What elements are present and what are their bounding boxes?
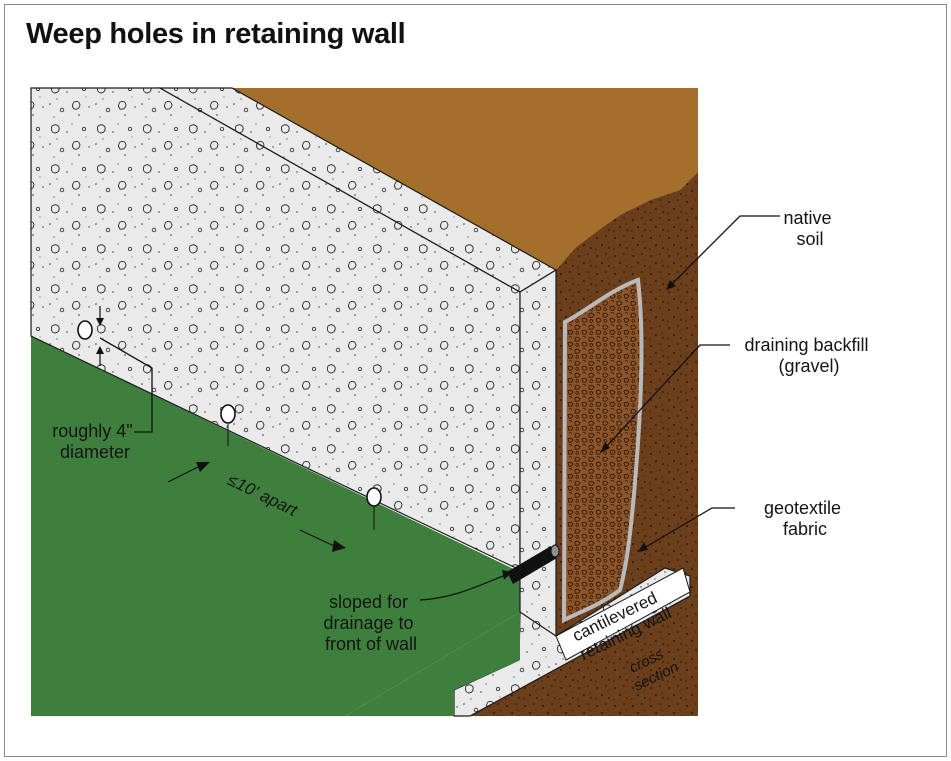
geotextile-arrow [638, 542, 648, 552]
diameter-leader [99, 337, 153, 433]
weep-hole-1 [77, 320, 93, 340]
spacing-arrow-right [332, 540, 346, 552]
weep-hole-3 [366, 487, 382, 507]
native-soil-surface [232, 88, 698, 270]
weep-hole-2 [220, 404, 236, 424]
label-geotextile-fabric: geotextile fabric [764, 498, 846, 539]
label-slope: sloped for drainage to front of wall [323, 592, 418, 654]
native-soil-arrow [666, 280, 676, 290]
wall-label-strip [555, 567, 691, 661]
backfill-arrow [600, 442, 610, 453]
label-backfill-line1: draining backfill [744, 335, 868, 355]
label-draining-backfill: draining backfill (gravel) [744, 335, 873, 376]
spacing-leader-right [299, 529, 335, 547]
label-native-soil-line2: soil [796, 229, 823, 249]
label-diameter-line1: roughly 4" [52, 421, 132, 441]
weep-pipe-outlet [550, 544, 560, 558]
spacing-arrow-left [196, 462, 210, 472]
diameter-arrow-bottom [96, 346, 104, 354]
label-diameter-line2: diameter [60, 442, 130, 462]
diameter-arrow-top [96, 318, 104, 326]
geotextile-leader [643, 507, 735, 549]
label-slope-line3: front of wall [325, 634, 417, 654]
lawn-edge [345, 612, 520, 716]
label-geotextile-line1: geotextile [764, 498, 841, 518]
native-soil-leader [669, 215, 780, 287]
slope-arrow [502, 570, 512, 580]
diagram-title: Weep holes in retaining wall [26, 18, 406, 50]
weep-pipe [507, 546, 557, 584]
lawn [31, 336, 520, 716]
label-hole-diameter: roughly 4" diameter [52, 421, 137, 462]
label-backfill-line2: (gravel) [778, 356, 839, 376]
label-native-soil: native soil [783, 208, 836, 249]
label-geotextile-line2: fabric [783, 519, 827, 539]
label-slope-line1: sloped for [329, 592, 408, 612]
wall-stem-section [519, 268, 557, 662]
label-native-soil-line1: native [783, 208, 831, 228]
label-slope-line2: drainage to [323, 613, 413, 633]
slope-leader [419, 573, 509, 601]
backfill-leader [604, 344, 730, 449]
